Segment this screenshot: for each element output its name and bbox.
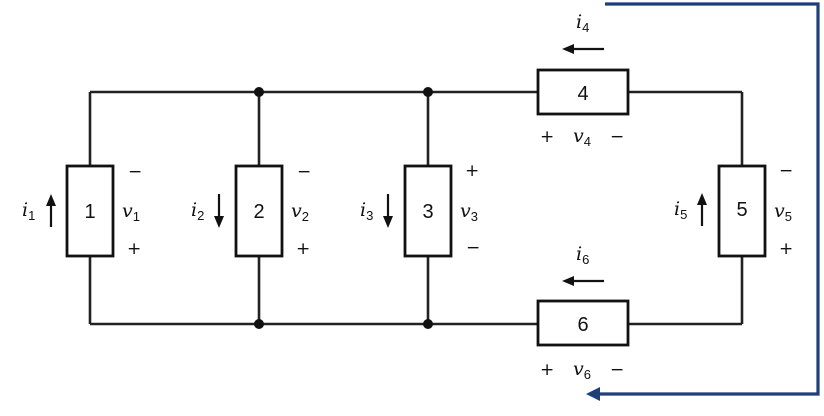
current-i1-arrowhead [46,194,56,206]
element-4-right-sign: − [610,127,624,147]
node-bottom-2 [254,319,264,329]
node-top-3 [423,87,433,97]
element-2-top-sign: − [297,162,311,182]
current-i6-arrowhead [562,276,574,286]
current-i4-arrowhead [562,44,574,54]
element-4: 4 i4 + v4 − [536,11,630,149]
current-i3-arrowhead [383,216,393,228]
element-3-label: 3 [422,201,433,223]
node-top-2 [254,87,264,97]
voltage-v6-label: v6 [573,358,591,382]
element-1-bottom-sign: + [127,239,141,259]
element-4-label: 4 [577,83,588,105]
element-5-bottom-sign: + [779,239,793,259]
voltage-v4-label: v4 [573,125,591,149]
element-6-right-sign: − [610,360,624,380]
voltage-v1-label: v1 [122,200,140,224]
highlight-path-line [598,2,820,396]
element-6-left-sign: + [540,360,554,380]
current-i5-arrowhead [697,193,707,205]
element-6-box [536,299,630,347]
current-i3-label: i3 [360,199,373,223]
element-4-box [536,68,630,116]
element-6-label: 6 [577,314,588,336]
voltage-v3-label: v3 [460,200,478,224]
element-5: 5 i5 v5 − + [674,161,793,259]
element-3-top-sign: + [465,161,479,181]
element-3-bottom-sign: − [466,238,480,258]
highlight-path-arrowhead [586,387,600,401]
element-3: 3 i3 v3 + − [360,161,480,258]
voltage-v2-label: v2 [291,200,309,224]
element-5-label: 5 [736,199,747,221]
element-5-box [717,164,767,258]
element-1-box [65,164,115,258]
current-i2-arrowhead [214,216,224,228]
element-6: 6 i6 + v6 − [536,243,630,382]
highlight-path [586,2,820,401]
current-i6-label: i6 [576,243,589,267]
element-1: 1 i1 v1 − + [22,162,142,259]
current-i2-label: i2 [191,199,204,223]
element-2-box [234,164,284,258]
current-i5-label: i5 [674,198,687,222]
element-1-top-sign: − [128,162,142,182]
element-2: 2 i2 v2 − + [191,162,311,259]
element-3-box [403,164,453,258]
element-5-top-sign: − [779,161,793,181]
element-4-left-sign: + [540,127,554,147]
current-i4-label: i4 [576,11,589,35]
element-2-bottom-sign: + [296,239,310,259]
current-i1-label: i1 [22,199,35,223]
element-1-label: 1 [84,201,95,223]
voltage-v5-label: v5 [774,200,792,224]
node-bottom-3 [423,319,433,329]
wires [88,90,744,326]
element-2-label: 2 [253,201,264,223]
